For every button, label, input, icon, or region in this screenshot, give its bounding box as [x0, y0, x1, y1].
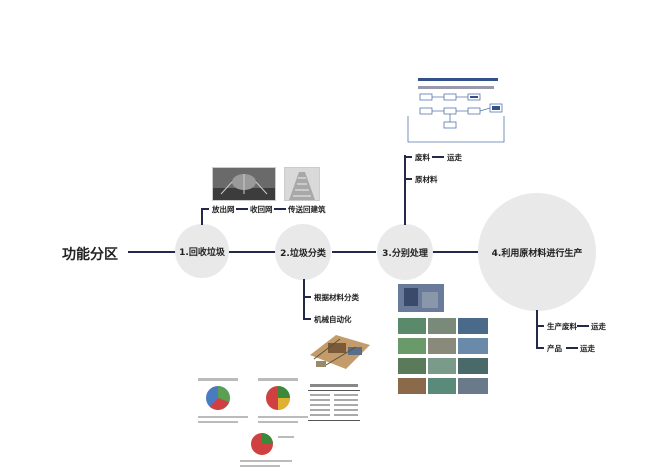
reuse-connector-1 [577, 325, 589, 327]
collect-branch-vertical [201, 208, 203, 225]
process-item-raw: 原材料 [415, 175, 438, 184]
reuse-branch-vertical [536, 310, 538, 348]
reuse-item-remove-1: 运走 [591, 322, 606, 331]
sort-item-2: 机械自动化 [314, 315, 352, 324]
sort-branch-vertical [303, 279, 305, 319]
pie-chart-1 [196, 376, 254, 428]
process-item-remove: 运走 [447, 153, 462, 162]
node-process[interactable]: 3.分别处理 [377, 224, 433, 280]
process-stub-1 [404, 156, 412, 158]
sort-stub-2 [303, 318, 311, 320]
photo-sorting-machinery [306, 325, 378, 377]
collect-item-1: 放出网 [212, 205, 235, 214]
reuse-stub-2 [536, 347, 544, 349]
process-stub-2 [404, 178, 412, 180]
node-reuse[interactable]: 4.利用原材料进行生产 [478, 193, 596, 311]
process-connector-1 [432, 156, 444, 158]
pie-chart-2 [256, 376, 314, 428]
reuse-item-production-waste: 生产废料 [547, 322, 577, 331]
spine-segment-3 [332, 251, 376, 253]
sort-data-table [306, 382, 362, 428]
reuse-connector-2 [566, 347, 578, 349]
collect-branch-stub [201, 208, 209, 210]
collect-item-2: 收回网 [250, 205, 273, 214]
collect-connector-1 [236, 208, 248, 210]
root-title: 功能分区 [62, 247, 118, 263]
reuse-item-product: 产品 [547, 344, 562, 353]
process-branch-vertical [404, 155, 406, 225]
reuse-stub-1 [536, 325, 544, 327]
reuse-item-remove-2: 运走 [580, 344, 595, 353]
spine-segment-2 [228, 251, 276, 253]
sort-stub-1 [303, 296, 311, 298]
spine-segment-1 [128, 251, 176, 253]
collect-item-3: 传送回建筑 [288, 205, 326, 214]
node-sort[interactable]: 2.垃圾分类 [275, 224, 331, 280]
spine-segment-4 [432, 251, 480, 253]
node-process-label: 3.分别处理 [382, 248, 428, 259]
process-flowchart [404, 76, 512, 148]
node-collect-label: 1.回收垃圾 [179, 247, 225, 258]
node-reuse-label: 4.利用原材料进行生产 [491, 248, 583, 259]
collect-connector-2 [274, 208, 286, 210]
photo-grid-process [398, 284, 488, 398]
sort-item-1: 根据材料分类 [314, 293, 359, 302]
process-item-waste: 废料 [415, 153, 430, 162]
photo-conveyor [284, 167, 320, 201]
node-sort-label: 2.垃圾分类 [280, 248, 326, 259]
photo-net-release [212, 167, 276, 201]
pie-chart-3 [238, 428, 298, 470]
node-collect[interactable]: 1.回收垃圾 [175, 224, 229, 278]
